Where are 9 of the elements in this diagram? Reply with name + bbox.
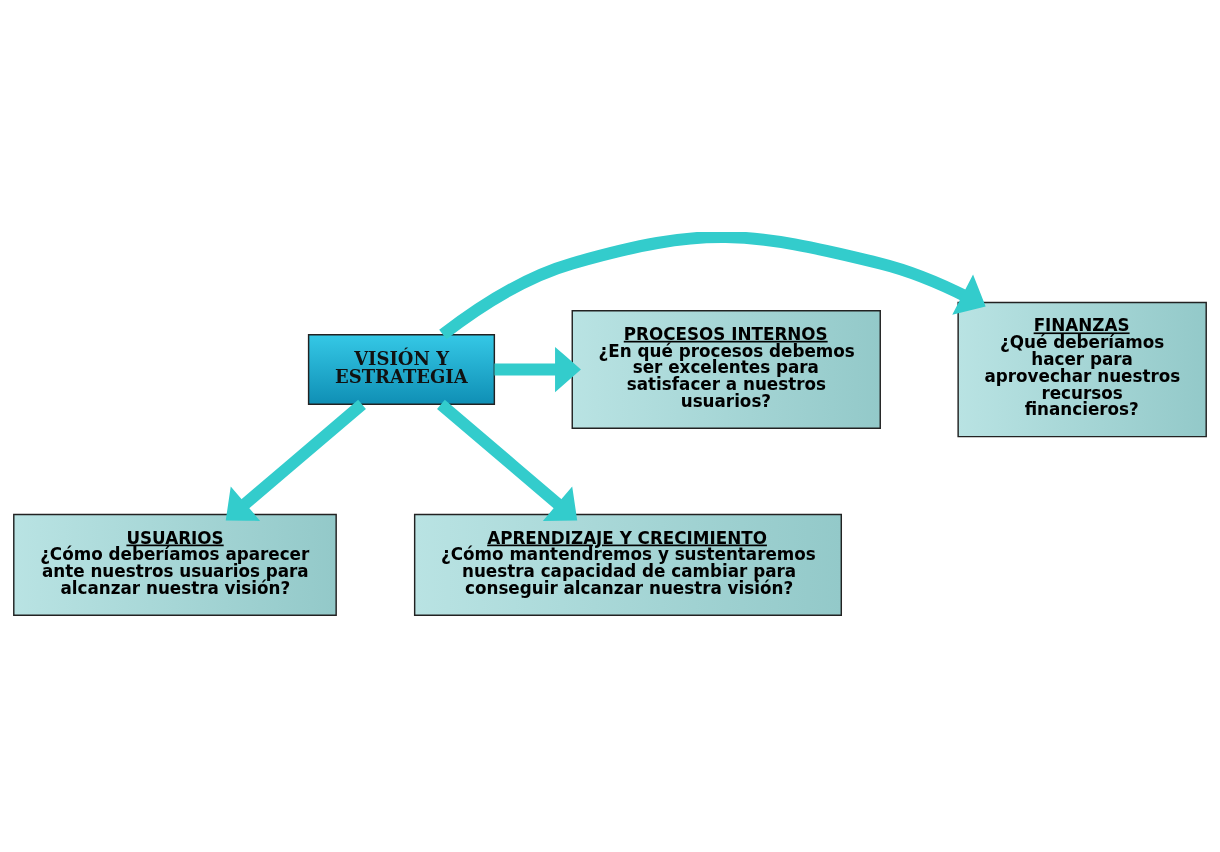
- arrow: [439, 232, 986, 340]
- arrow: [494, 346, 581, 393]
- node-box: APRENDIZAJE Y CRECIMIENTO ¿Cómo mantendremos y sustentaremos nuestra capacidad de cambiar para conseguir alcanzar nuestra visión?: [413, 513, 842, 616]
- arrow: [225, 399, 366, 521]
- node-box: VISIÓN Y ESTRATEGIA: [307, 334, 496, 405]
- node-box: FINANZAS ¿Qué deberíamos hacer para aprovechar nuestros recursos financieros?: [957, 301, 1207, 438]
- arrow: [437, 399, 578, 521]
- node-box: USUARIOS ¿Cómo deberíamos aparecer ante nuestros usuarios para alcanzar nuestra visión?: [13, 513, 337, 616]
- node-box: PROCESOS INTERNOS ¿En qué procesos debemos ser excelentes para satisfacer a nuestros usuarios?: [571, 310, 881, 429]
